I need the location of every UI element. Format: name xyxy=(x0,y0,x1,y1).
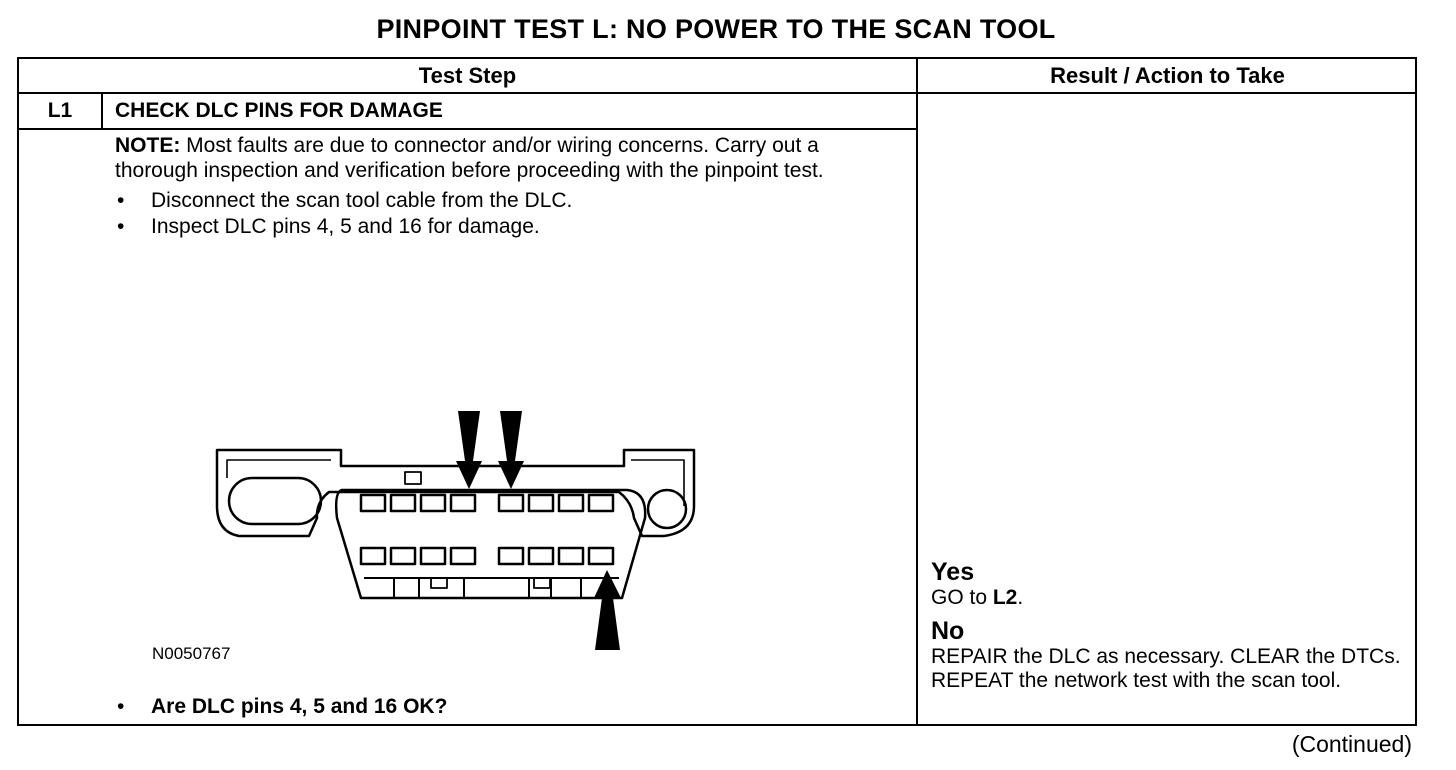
column-divider xyxy=(916,94,918,726)
note-text: Most faults are due to connector and/or … xyxy=(115,134,824,182)
column-header-result: Result / Action to Take xyxy=(918,59,1417,94)
instruction-list: Disconnect the scan tool cable from the … xyxy=(115,188,905,240)
figure-id: N0050767 xyxy=(152,644,231,663)
column-header-test-step: Test Step xyxy=(19,59,918,94)
arrow-up-icon xyxy=(594,570,621,650)
note-label: NOTE: xyxy=(115,134,181,157)
step-question: Are DLC pins 4, 5 and 16 OK? xyxy=(115,695,447,719)
result-yes-action: GO to L2. xyxy=(931,586,1024,609)
note-paragraph: NOTE: Most faults are due to connector a… xyxy=(115,133,905,183)
arrow-down-icon xyxy=(456,411,482,489)
pinpoint-test-table: Test Step Result / Action to Take L1 CHE… xyxy=(17,57,1417,726)
list-item: Inspect DLC pins 4, 5 and 16 for damage. xyxy=(115,214,905,240)
dlc-connector-diagram xyxy=(215,411,696,650)
continued-note: (Continued) xyxy=(1291,731,1412,757)
list-item: Disconnect the scan tool cable from the … xyxy=(115,188,905,214)
goto-step-link: L2 xyxy=(992,586,1018,609)
result-actions: Yes GO to L2. No REPAIR the DLC as neces… xyxy=(931,559,1411,693)
step-title: CHECK DLC PINS FOR DAMAGE xyxy=(103,94,916,130)
result-yes-label: Yes xyxy=(931,558,975,586)
result-no-label: No xyxy=(931,617,965,645)
arrow-down-icon xyxy=(498,411,524,489)
step-id: L1 xyxy=(19,94,103,130)
page-title: PINPOINT TEST L: NO POWER TO THE SCAN TO… xyxy=(376,14,1056,44)
result-no-action: REPAIR the DLC as necessary. CLEAR the D… xyxy=(931,645,1401,692)
step-content: NOTE: Most faults are due to connector a… xyxy=(115,133,905,240)
